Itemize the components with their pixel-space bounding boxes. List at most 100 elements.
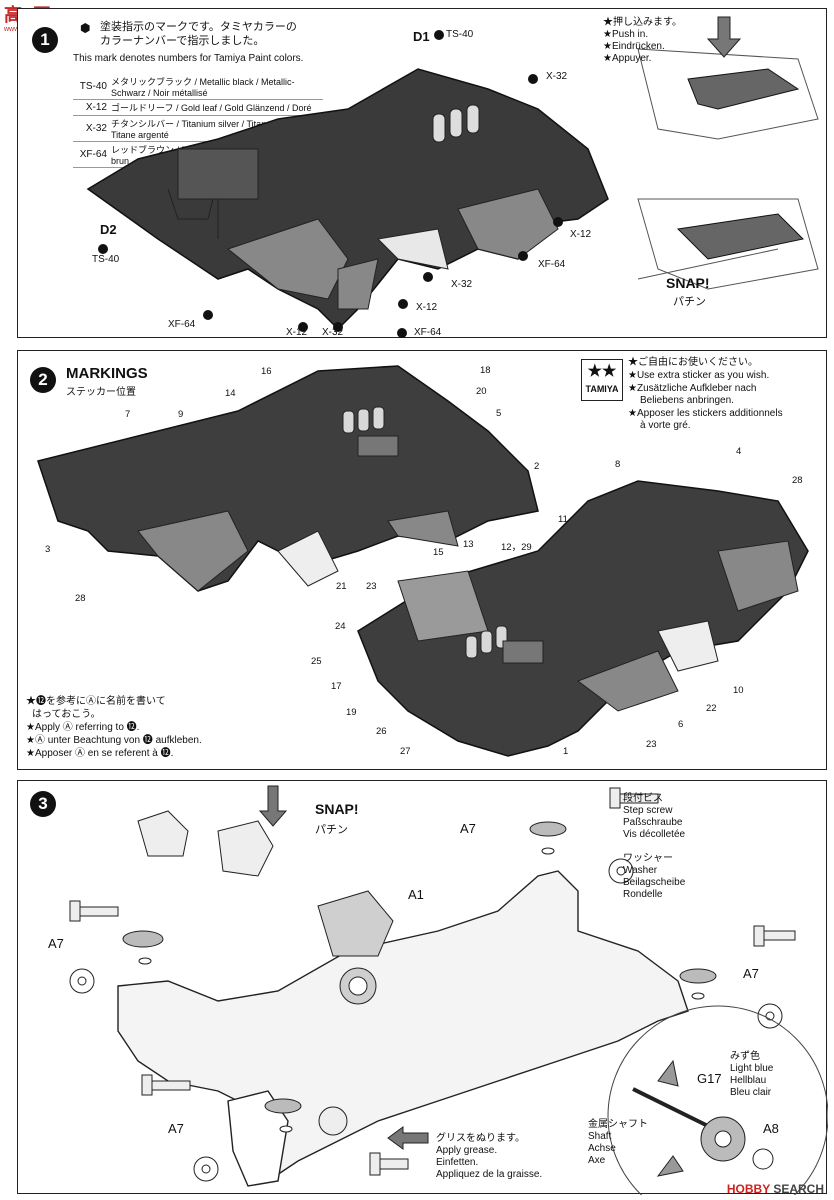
callout-x32-bottom: X-32	[322, 327, 344, 338]
snap-label-step3: SNAP!	[315, 801, 359, 817]
paint-marker-icon: ⬢	[80, 21, 91, 35]
part-a7-label: A7	[48, 936, 64, 951]
sticker-number: 1	[563, 746, 569, 757]
sticker-number: 27	[400, 746, 411, 757]
washer-fr: Rondelle	[623, 889, 663, 900]
sticker-number: 15	[433, 547, 444, 558]
sticker-number: 4	[736, 446, 742, 457]
sticker-number: 14	[225, 388, 236, 399]
sticker-number: 24	[335, 621, 346, 632]
sticker-number: 22	[706, 703, 717, 714]
markings-illustration	[37, 365, 809, 757]
shaft-jp: 金属シャフト	[588, 1119, 648, 1130]
sticker-number: 18	[480, 365, 491, 376]
grease-en: Apply grease.	[436, 1145, 498, 1156]
apply-note-jp-1: ★⓬を参考にⒶに名前を書いて	[26, 696, 166, 707]
step3-number-badge: 3	[30, 791, 56, 817]
callout-x12-bottom: X-12	[286, 327, 308, 338]
paint-desc: ゴールドリーフ / Gold leaf / Gold Glänzend / Do…	[109, 99, 323, 116]
extra-note-de-2: Beliebens anbringen.	[640, 395, 734, 406]
sticker-number: 8	[615, 459, 621, 470]
paint-code: XF-64	[73, 141, 109, 168]
sticker-number: 3	[45, 544, 51, 555]
extra-note-de-1: ★Zusätzliche Aufkleber nach	[628, 383, 757, 394]
light-blue-de: Hellblau	[730, 1075, 767, 1086]
extra-note-jp: ★ご自由にお使いください。	[628, 357, 758, 368]
light-blue-fr: Bleu clair	[730, 1087, 772, 1098]
sticker-number: 20	[476, 386, 487, 397]
sticker-number: 10	[733, 685, 744, 696]
sticker-number: 5	[496, 408, 502, 419]
apply-note-jp-2: はっておこう。	[32, 709, 101, 720]
callout-d1: D1	[413, 29, 430, 44]
sticker-number: 28	[75, 593, 86, 604]
watermark-word: SEARCH	[773, 1182, 824, 1196]
snap-label-step3-jp: パチン	[315, 824, 348, 836]
step1-number-badge: 1	[32, 27, 58, 53]
push-in-fr: ★Appuyer.	[603, 53, 652, 64]
paint-code: TS-40	[73, 74, 109, 100]
callout-d2: D2	[100, 222, 117, 237]
sticker-number: 19	[346, 707, 357, 718]
sticker-number: 16	[261, 366, 272, 377]
extra-note-fr-1: ★Apposer les stickers additionnels	[628, 408, 783, 419]
sticker-number: 13	[463, 539, 474, 550]
step-screw-fr: Vis décolletée	[623, 829, 686, 840]
paint-intro-jp-1: 塗装指示のマークです。タミヤカラーの	[100, 21, 297, 33]
step2-number-badge: 2	[30, 367, 56, 393]
snap-label: SNAP!	[666, 275, 710, 291]
shaft-de: Achse	[588, 1143, 616, 1154]
apply-note-en: ★Apply Ⓐ referring to ⓬.	[26, 722, 140, 733]
sticker-number: 23	[366, 581, 377, 592]
push-in-de: ★Eindrücken.	[603, 41, 665, 52]
watermark-brand: HOBBY	[726, 1182, 770, 1196]
paint-code: X-32	[73, 115, 109, 142]
washer-de: Beilagscheibe	[623, 877, 686, 888]
extra-note-fr-2: à vorte gré.	[640, 420, 691, 431]
grease-fr: Appliquez de la graisse.	[436, 1169, 543, 1180]
grease-jp: グリスをぬります。	[436, 1133, 525, 1144]
markings-title: MARKINGS	[66, 365, 148, 382]
part-a8-label: A8	[763, 1121, 779, 1136]
part-a1-label: A1	[408, 887, 424, 902]
extra-note-en: ★Use extra sticker as you wish.	[628, 370, 770, 381]
push-in-en: ★Push in.	[603, 29, 649, 40]
step-screw-de: Paßschraube	[623, 817, 683, 828]
tamiya-sticker-logo: ★★ TAMIYA	[581, 359, 623, 401]
sticker-number: 6	[678, 719, 684, 730]
sticker-number: 25	[311, 656, 322, 667]
sticker-number: 26	[376, 726, 387, 737]
grease-de: Einfetten.	[436, 1157, 479, 1168]
callout-d1-paint: TS-40	[446, 29, 474, 40]
sticker-number: 28	[792, 475, 803, 486]
washer-jp: ワッシャー	[623, 853, 673, 864]
tamiya-logo-text: TAMIYA	[585, 384, 619, 394]
markings-title-jp: ステッカー位置	[66, 387, 136, 398]
step-screw-jp: 段付ビス	[623, 793, 663, 804]
light-blue-en: Light blue	[730, 1063, 774, 1074]
paint-desc: メタリックブラック / Metallic black / Metallic-Sc…	[109, 74, 323, 100]
part-a7-label: A7	[168, 1121, 184, 1136]
sticker-number: 7	[125, 409, 131, 420]
apply-note-de: ★Ⓐ unter Beachtung von ⓬ aufkleben.	[26, 735, 202, 746]
body-illustration	[86, 16, 819, 338]
part-a7-label: A7	[460, 821, 476, 836]
shaft-fr: Axe	[588, 1155, 606, 1166]
apply-note-fr: ★Apposer Ⓐ en se referent à ⓬.	[26, 748, 174, 759]
sticker-number: 9	[178, 409, 184, 420]
step1-panel: 1 塗装指示のマークです。タミヤカラーの カラーナンバーで指示しました。 Thi…	[17, 8, 827, 338]
callout-d2-paint: TS-40	[92, 254, 120, 265]
callout-xf64-bottom: XF-64	[414, 327, 442, 338]
paint-intro-en: This mark denotes numbers for Tamiya Pai…	[73, 53, 304, 64]
paint-intro-jp-2: カラーナンバーで指示しました。	[100, 35, 265, 47]
callout-xf64-right: XF-64	[538, 259, 566, 270]
paint-code: X-12	[73, 99, 109, 116]
light-blue-jp: みず色	[730, 1051, 760, 1062]
step-screw-en: Step screw	[623, 805, 673, 816]
sticker-number: 23	[646, 739, 657, 750]
sticker-number: 21	[336, 581, 347, 592]
shaft-en: Shaft	[588, 1131, 612, 1142]
tamiya-stars-icon: ★★	[587, 363, 617, 380]
